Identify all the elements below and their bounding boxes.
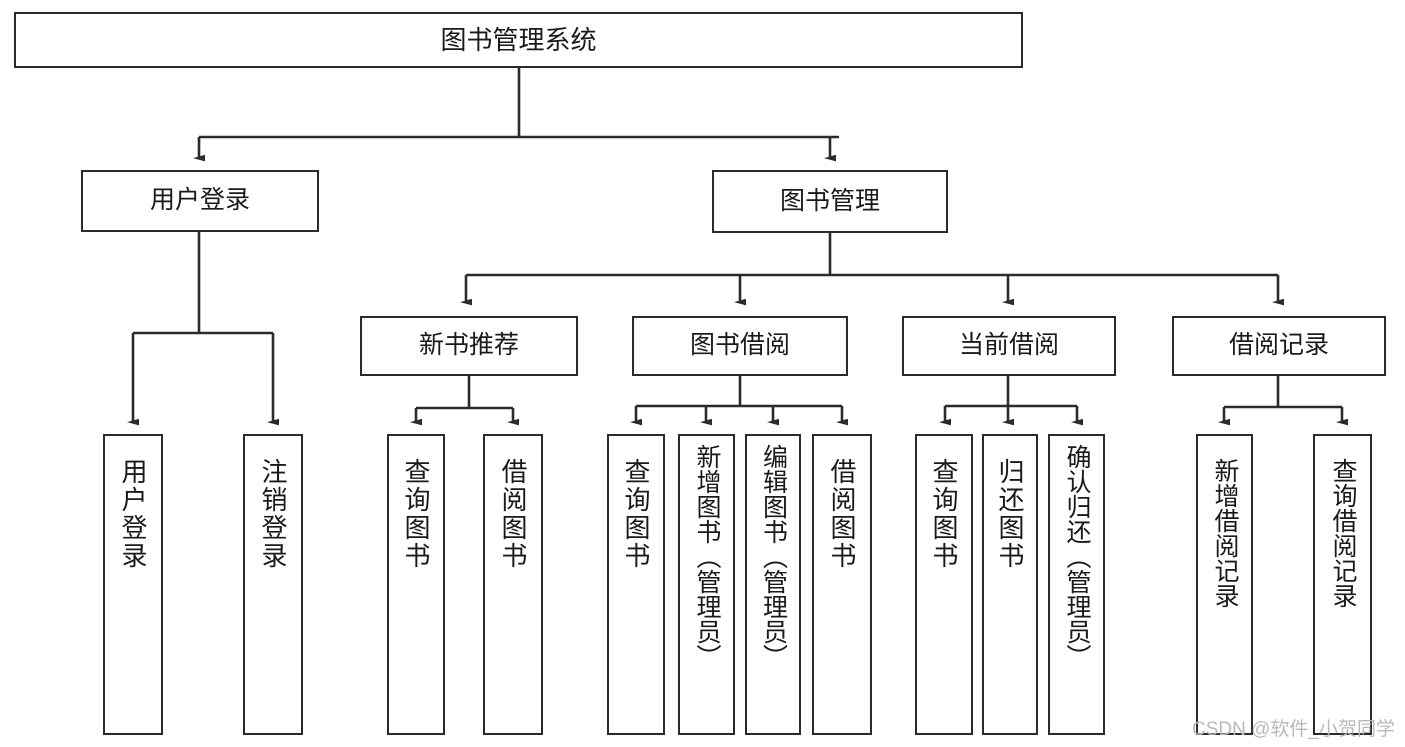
leaf-query-book-2-label: 查询图书	[621, 458, 651, 570]
leaf-query-book-2[interactable]: 查询图书	[607, 434, 665, 735]
leaf-add-borrow-record-label: 新增借阅记录	[1211, 458, 1239, 608]
leaf-query-borrow-record[interactable]: 查询借阅记录	[1313, 434, 1372, 735]
node-current-borrow-label: 当前借阅	[958, 331, 1059, 360]
node-root-label: 图书管理系统	[440, 24, 597, 55]
leaf-return-book-label: 归还图书	[995, 458, 1025, 570]
leaf-borrow-book-2-label: 借阅图书	[827, 458, 857, 570]
leaf-query-book-1-label: 查询图书	[401, 458, 431, 570]
node-new-book-recommend-label: 新书推荐	[418, 331, 519, 360]
leaf-add-book-admin-label: 新增图书（管理员）	[693, 444, 721, 669]
leaf-confirm-return-admin[interactable]: 确认归还（管理员）	[1048, 434, 1105, 735]
leaf-user-login-label: 用户登录	[118, 458, 148, 570]
leaf-borrow-book-2[interactable]: 借阅图书	[812, 434, 872, 735]
leaf-edit-book-admin[interactable]: 编辑图书（管理员）	[745, 434, 801, 735]
leaf-query-book-3[interactable]: 查询图书	[915, 434, 973, 735]
leaf-logout-login-label: 注销登录	[258, 458, 288, 570]
node-book-manage[interactable]: 图书管理	[712, 170, 948, 233]
leaf-edit-book-admin-label: 编辑图书（管理员）	[759, 444, 788, 669]
leaf-add-book-admin[interactable]: 新增图书（管理员）	[678, 434, 735, 735]
leaf-query-borrow-record-label: 查询借阅记录	[1329, 458, 1357, 608]
leaf-return-book[interactable]: 归还图书	[982, 434, 1038, 735]
leaf-user-login[interactable]: 用户登录	[103, 434, 163, 735]
leaf-borrow-book-1-label: 借阅图书	[498, 458, 528, 570]
node-user-login[interactable]: 用户登录	[81, 170, 319, 232]
leaf-query-book-3-label: 查询图书	[929, 458, 959, 570]
node-book-manage-label: 图书管理	[779, 186, 880, 215]
node-borrow-record-label: 借阅记录	[1228, 331, 1329, 360]
leaf-borrow-book-1[interactable]: 借阅图书	[483, 434, 543, 735]
node-borrow-record[interactable]: 借阅记录	[1172, 316, 1386, 376]
node-book-borrow-label: 图书借阅	[689, 331, 790, 360]
leaf-query-book-1[interactable]: 查询图书	[387, 434, 445, 735]
leaf-confirm-return-admin-label: 确认归还（管理员）	[1063, 444, 1091, 669]
node-book-borrow[interactable]: 图书借阅	[632, 316, 848, 376]
node-new-book-recommend[interactable]: 新书推荐	[360, 316, 578, 376]
node-user-login-label: 用户登录	[149, 186, 250, 215]
leaf-logout-login[interactable]: 注销登录	[243, 434, 303, 735]
node-current-borrow[interactable]: 当前借阅	[902, 316, 1116, 376]
csdn-watermark: CSDN @软件_小贺同学	[1192, 719, 1395, 740]
leaf-add-borrow-record[interactable]: 新增借阅记录	[1196, 434, 1253, 735]
node-root[interactable]: 图书管理系统	[14, 12, 1023, 68]
